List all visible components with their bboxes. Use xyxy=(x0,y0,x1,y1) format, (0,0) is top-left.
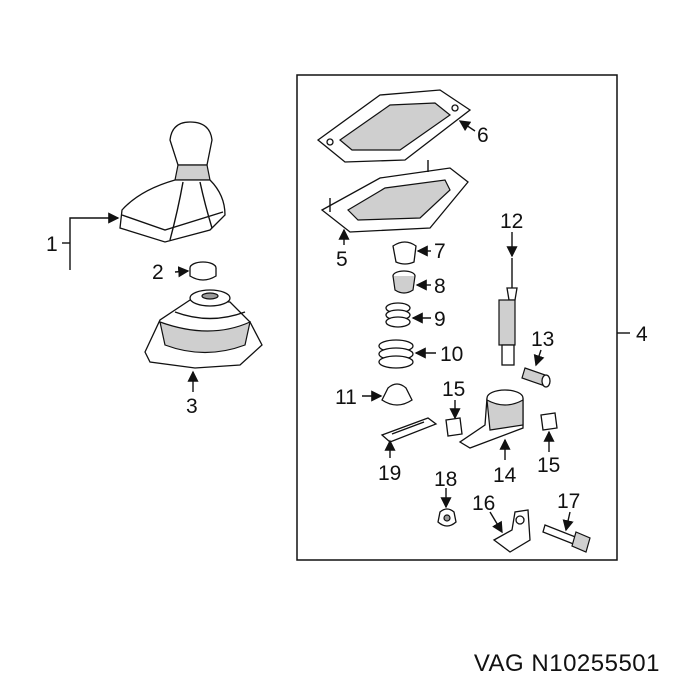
part-bushing xyxy=(392,270,416,294)
callout-6: 6 xyxy=(477,124,489,147)
part-retaining-ring xyxy=(189,261,217,281)
part-pin xyxy=(521,367,551,388)
part-bracket-left xyxy=(445,417,463,437)
callout-7: 7 xyxy=(434,240,446,263)
part-clip xyxy=(392,241,417,265)
callout-3: 3 xyxy=(186,395,198,418)
leader-lines xyxy=(62,120,630,534)
part-lever-housing xyxy=(458,389,524,449)
callout-15-lower: 15 xyxy=(537,454,560,477)
callout-16: 16 xyxy=(472,492,495,515)
part-gasket-plate xyxy=(316,89,472,163)
callout-4: 4 xyxy=(636,323,648,346)
part-shift-lever xyxy=(498,258,518,366)
part-slide-plate xyxy=(380,417,438,443)
callout-1: 1 xyxy=(46,233,58,256)
callout-2: 2 xyxy=(152,261,164,284)
callout-13: 13 xyxy=(531,328,554,351)
part-spring-small xyxy=(385,302,411,328)
callout-15-upper: 15 xyxy=(442,378,465,401)
part-clevis xyxy=(492,509,531,553)
part-base-plate xyxy=(320,160,469,233)
part-bolt xyxy=(542,524,591,553)
callout-8: 8 xyxy=(434,275,446,298)
part-boot-base xyxy=(144,289,263,369)
callout-19: 19 xyxy=(378,462,401,485)
assembly-frame xyxy=(296,74,618,561)
part-spring-large xyxy=(378,339,414,369)
part-number-caption: VAG N10255501 xyxy=(473,650,660,677)
part-cap xyxy=(381,383,413,406)
callout-11: 11 xyxy=(335,386,357,409)
callout-10: 10 xyxy=(440,343,463,366)
callout-17: 17 xyxy=(557,490,580,513)
part-washer xyxy=(437,508,457,527)
part-bracket-right xyxy=(540,412,558,431)
callout-9: 9 xyxy=(434,308,446,331)
callout-14: 14 xyxy=(493,464,517,487)
callout-18: 18 xyxy=(434,468,457,491)
callout-5: 5 xyxy=(336,248,348,271)
part-shift-knob-boot xyxy=(119,121,226,243)
callout-12: 12 xyxy=(500,210,523,233)
